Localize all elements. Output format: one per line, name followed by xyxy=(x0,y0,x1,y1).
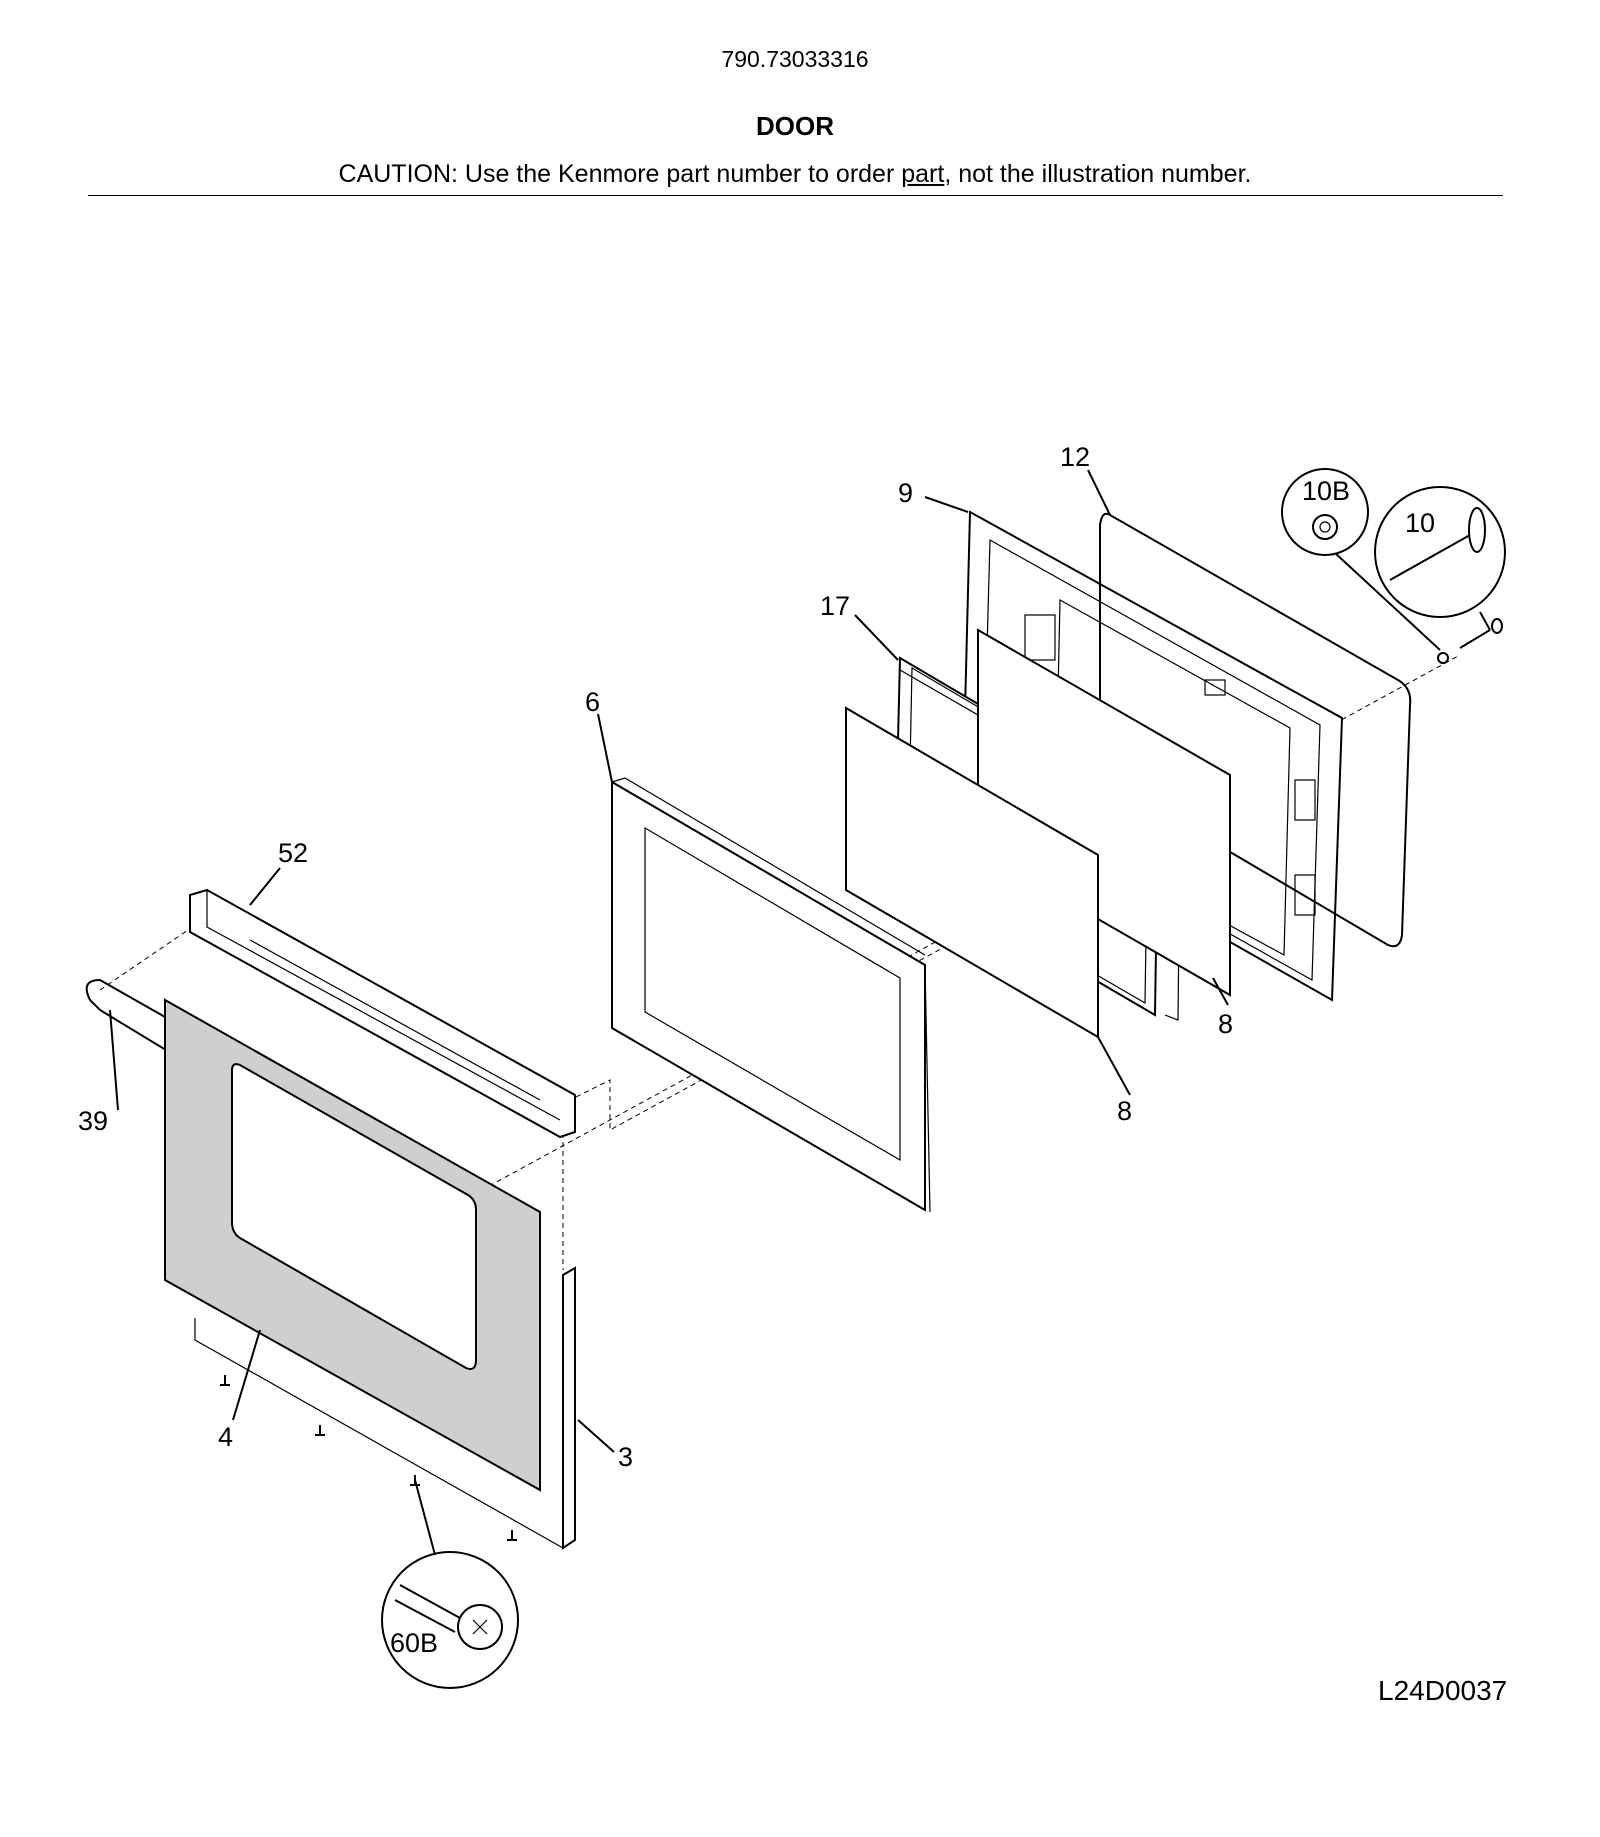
detail-circle-60b xyxy=(381,1479,519,1689)
callout-6: 6 xyxy=(585,687,600,717)
callout-3: 3 xyxy=(618,1442,633,1472)
callout-4: 4 xyxy=(218,1422,233,1452)
caution-note: CAUTION: Use the Kenmore part number to … xyxy=(0,160,1590,189)
detail-circle-10 xyxy=(1374,486,1506,631)
callout-17: 17 xyxy=(820,591,850,621)
door-gasket xyxy=(1099,512,1412,948)
detail-circle-10b xyxy=(1281,468,1441,651)
outer-door-panel xyxy=(164,998,541,1492)
callout-39: 39 xyxy=(78,1106,108,1136)
header-rule xyxy=(88,195,1503,196)
caution-prefix: CAUTION: Use the Kenmore part number to … xyxy=(338,160,902,188)
callout-10: 10 xyxy=(1405,508,1435,538)
callout-10b: 10B xyxy=(1302,476,1350,506)
screws xyxy=(220,1375,517,1541)
model-number: 790.73033316 xyxy=(721,46,869,72)
glass-panel-rear xyxy=(977,628,1231,997)
caution-underlined: part xyxy=(901,160,945,188)
callout-60b: 60B xyxy=(390,1628,438,1658)
drawing-code: L24D0037 xyxy=(1378,1675,1508,1706)
diagram-title: DOOR xyxy=(756,111,834,141)
assembly-axis-upper xyxy=(99,929,189,991)
door-top-trim xyxy=(189,888,576,1139)
door-screw-small xyxy=(1437,618,1503,664)
door-side-trim xyxy=(194,1266,576,1550)
callout-9: 9 xyxy=(898,478,913,508)
callout-52: 52 xyxy=(278,838,308,868)
leader-lines xyxy=(109,469,1229,1453)
assembly-axis-step xyxy=(559,869,1086,1131)
caution-suffix: , not the illustration number. xyxy=(944,160,1252,188)
callout-8-rear: 8 xyxy=(1218,1009,1233,1039)
callout-8-front: 8 xyxy=(1117,1096,1132,1126)
door-liner xyxy=(611,777,931,1213)
callout-12: 12 xyxy=(1060,442,1090,472)
